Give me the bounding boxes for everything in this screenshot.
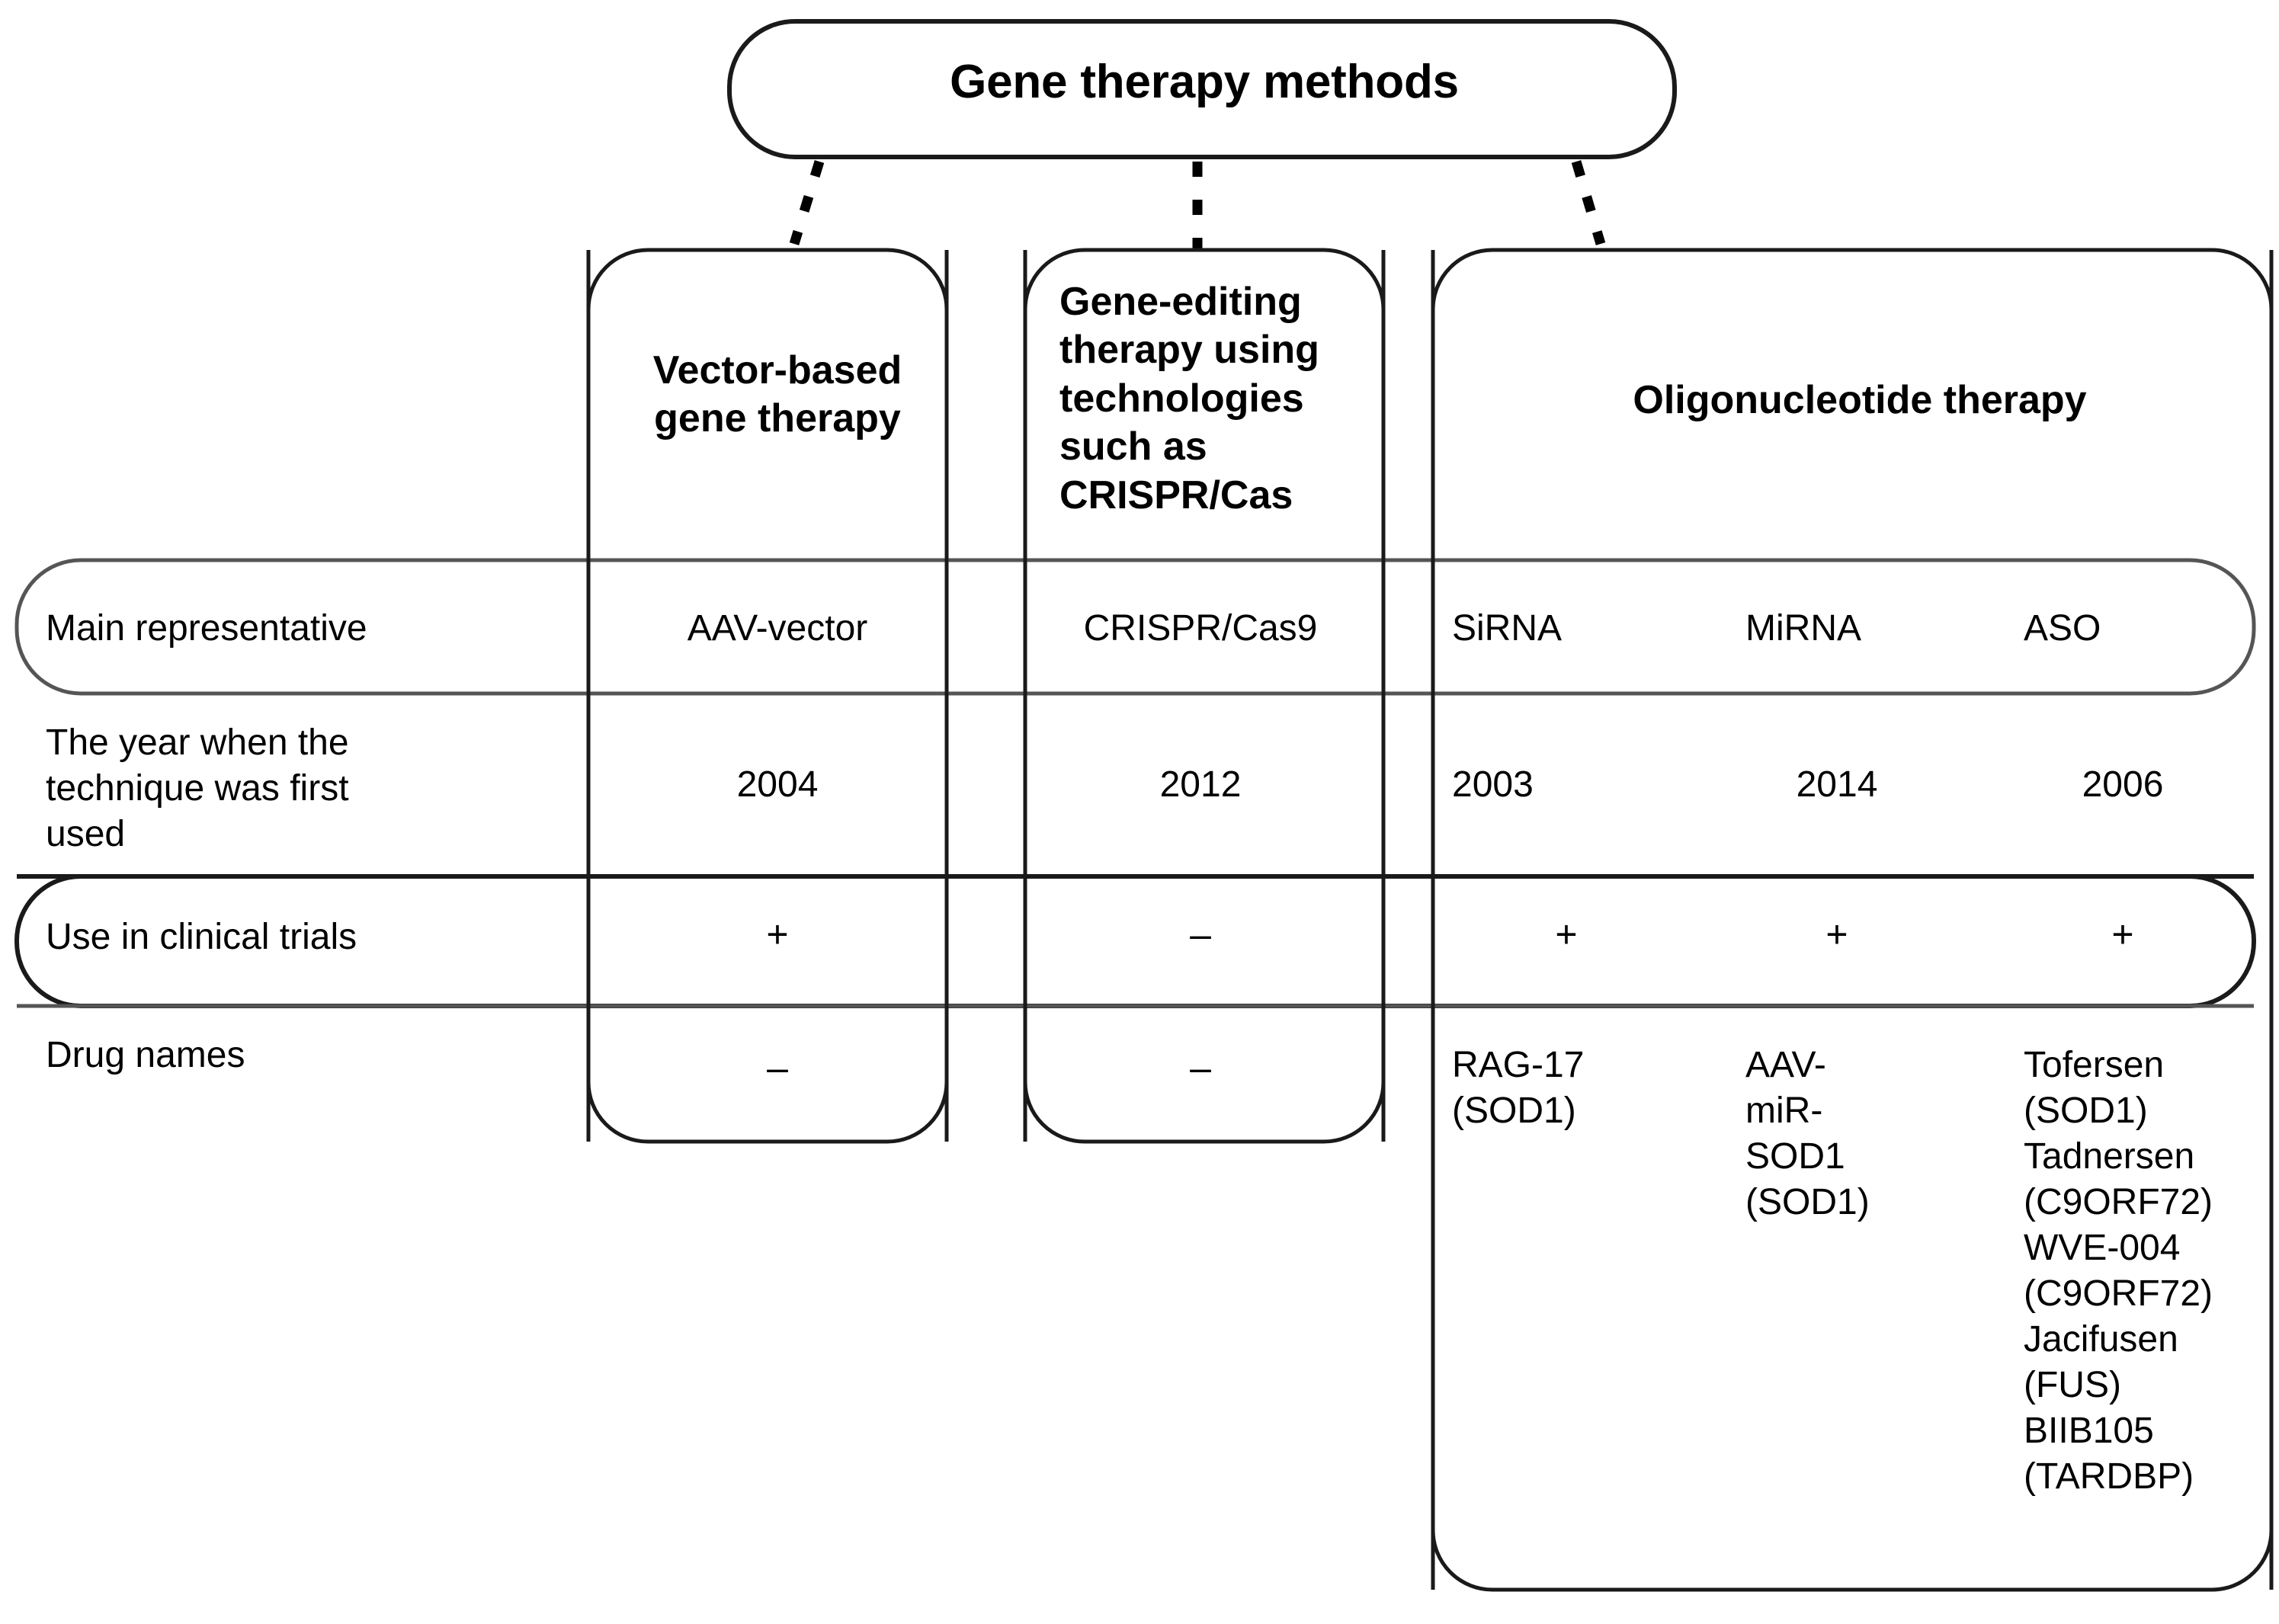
- row-label-drug-names: Drug names: [46, 1035, 245, 1075]
- category-label-crispr: Gene-editing therapy using technologies …: [1059, 280, 1319, 517]
- cell-main-representative-sirna: SiRNA: [1452, 608, 1563, 649]
- cell-main-representative-mirna: MiRNA: [1745, 608, 1861, 649]
- cell-clinical-trials-aso: +: [2111, 913, 2134, 956]
- cell-first-used-year-mirna: 2014: [1796, 764, 1878, 805]
- connector-left: [789, 160, 825, 245]
- row-label-main-representative: Main representative: [46, 608, 367, 649]
- cell-clinical-trials-mirna: +: [1825, 913, 1848, 956]
- cell-main-representative-aso: ASO: [2024, 608, 2101, 649]
- cell-drug-names-aav: –: [767, 1046, 788, 1089]
- category-label-vector: Vector-based gene therapy: [652, 348, 902, 441]
- connector-right: [1571, 160, 1606, 245]
- cell-main-representative-cas9: CRISPR/Cas9: [1083, 608, 1318, 649]
- cell-clinical-trials-cas9: –: [1190, 913, 1211, 956]
- category-label-oligo: Oligonucleotide therapy: [1633, 378, 2087, 422]
- cell-first-used-year-aso: 2006: [2082, 764, 2164, 805]
- cell-clinical-trials-sirna: +: [1555, 913, 1578, 956]
- cell-first-used-year-cas9: 2012: [1159, 764, 1242, 805]
- row-band-main: [14, 558, 2256, 696]
- cell-drug-names-mirna: AAV- miR- SOD1 (SOD1): [1745, 1045, 1870, 1222]
- title-box: [727, 19, 1677, 159]
- row-label-clinical-trials: Use in clinical trials: [46, 917, 357, 957]
- cell-drug-names-aso: Tofersen (SOD1) Tadnersen (C9ORF72) WVE-…: [2024, 1045, 2213, 1497]
- cell-first-used-year-sirna: 2003: [1452, 764, 1534, 805]
- diagram-title: Gene therapy methods: [950, 56, 1459, 108]
- cell-first-used-year-aav: 2004: [736, 764, 819, 805]
- cell-clinical-trials-aav: +: [766, 913, 789, 956]
- cell-drug-names-cas9: –: [1190, 1046, 1211, 1089]
- cell-drug-names-sirna: RAG-17 (SOD1): [1452, 1045, 1585, 1131]
- cell-main-representative-aav: AAV-vector: [687, 608, 868, 649]
- row-label-first-used-year: The year when the technique was first us…: [46, 722, 349, 854]
